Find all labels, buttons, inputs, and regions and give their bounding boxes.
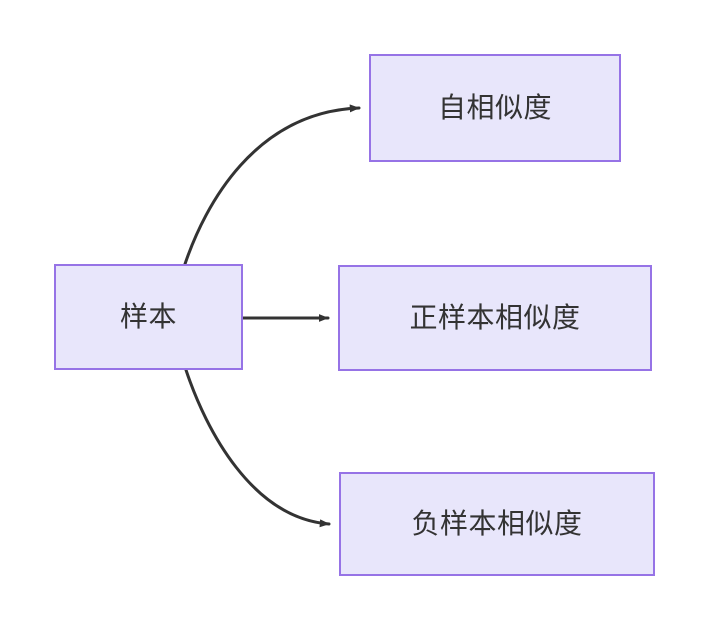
node-positive-similarity[interactable]: 正样本相似度 [338, 265, 652, 371]
node-self-similarity[interactable]: 自相似度 [369, 54, 621, 162]
node-negative-similarity-label: 负样本相似度 [411, 508, 583, 540]
node-sample-label: 样本 [119, 301, 177, 333]
edge-sample-to-negative-similarity [184, 368, 331, 528]
node-sample[interactable]: 样本 [54, 264, 243, 370]
node-positive-similarity-label: 正样本相似度 [409, 302, 581, 334]
node-self-similarity-label: 自相似度 [437, 92, 552, 124]
node-negative-similarity[interactable]: 负样本相似度 [339, 472, 655, 576]
edge-sample-to-self-similarity [183, 104, 361, 266]
